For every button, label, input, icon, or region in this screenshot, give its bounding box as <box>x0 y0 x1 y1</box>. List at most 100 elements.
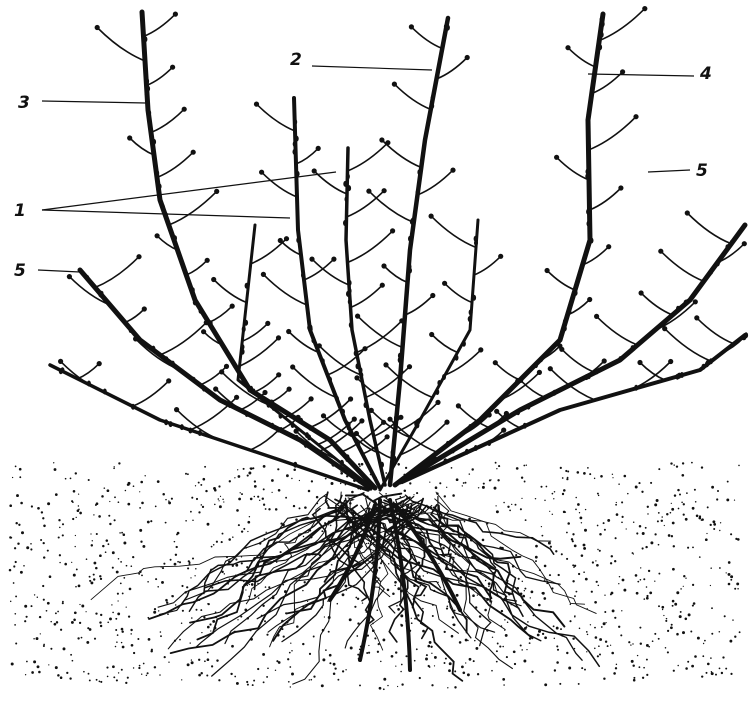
soil-speck <box>214 504 216 506</box>
soil-speck <box>581 667 583 669</box>
stem-bud <box>472 295 476 301</box>
stem-bud <box>261 396 265 402</box>
soil-speck <box>434 665 435 666</box>
soil-speck <box>530 597 531 598</box>
twig-bud <box>548 366 553 371</box>
twig-bud <box>390 228 395 233</box>
soil-speck <box>43 644 45 646</box>
soil-speck <box>204 660 206 662</box>
soil-speck <box>670 626 673 629</box>
twig <box>557 157 589 180</box>
twig-bud <box>290 364 295 369</box>
soil-speck <box>234 477 235 478</box>
soil-speck <box>219 505 222 508</box>
soil-speck <box>19 476 21 478</box>
twig <box>641 293 672 315</box>
soil-speck <box>737 588 739 590</box>
twig <box>589 117 637 150</box>
twig <box>151 109 184 132</box>
soil-speck <box>583 571 585 573</box>
soil-speck <box>511 504 512 505</box>
soil-speck <box>646 597 649 600</box>
soil-speck <box>195 485 196 486</box>
soil-speck <box>247 684 249 686</box>
soil-speck <box>207 658 210 661</box>
soil-speck <box>290 643 291 644</box>
twig-bud <box>331 257 336 262</box>
soil-speck <box>426 654 428 656</box>
twig <box>133 381 169 406</box>
soil-speck <box>330 525 332 527</box>
stem-bud <box>272 405 276 411</box>
soil-speck <box>247 475 249 477</box>
twig <box>125 309 144 323</box>
soil-speck <box>691 462 693 464</box>
stem-bud <box>152 139 156 145</box>
soil-speck <box>299 480 300 481</box>
soil-speck <box>429 482 430 483</box>
stem-bud <box>462 341 466 347</box>
twig-bud <box>58 359 63 364</box>
twig-bud <box>348 396 353 401</box>
soil-speck <box>504 619 505 620</box>
soil-speck <box>404 489 407 492</box>
label-fourth-year-branch: 4 <box>699 64 712 84</box>
twig-bud <box>230 304 235 309</box>
soil-speck <box>107 676 109 678</box>
stem-bud <box>233 362 237 368</box>
soil-speck <box>11 663 14 666</box>
soil-speck <box>65 478 67 480</box>
soil-speck <box>483 483 485 485</box>
soil-speck <box>496 468 497 469</box>
twig-bud <box>287 387 292 392</box>
twig-bud <box>219 369 224 374</box>
stem-bud <box>343 181 347 187</box>
soil-speck <box>251 583 254 586</box>
soil-speck <box>56 621 58 623</box>
stem-bud <box>209 320 213 326</box>
stem-bud <box>293 119 297 125</box>
soil-speck <box>673 670 675 672</box>
soil-speck <box>579 516 582 519</box>
soil-speck <box>626 528 627 529</box>
soil-speck <box>449 662 452 665</box>
soil-speck <box>442 547 445 550</box>
soil-speck <box>328 631 330 633</box>
soil-speck <box>728 561 731 564</box>
soil-speck <box>650 541 653 544</box>
stem-bud <box>173 235 177 241</box>
soil-speck <box>405 467 407 469</box>
stem-bud <box>408 236 412 242</box>
twig-bud <box>392 82 397 87</box>
twig-bud <box>369 408 374 413</box>
soil-speck <box>159 674 161 676</box>
soil-speck <box>548 542 551 545</box>
soil-speck <box>717 490 719 492</box>
soil-speck <box>99 575 101 577</box>
soil-speck <box>572 637 574 639</box>
soil-speck <box>524 588 526 590</box>
soil-speck <box>133 652 135 654</box>
stem-bud <box>279 413 283 419</box>
soil-speck <box>438 563 439 564</box>
stem-bud <box>188 428 192 434</box>
stem-bud <box>501 416 505 422</box>
twig-bud <box>385 140 390 145</box>
soil-speck <box>554 491 556 493</box>
soil-speck <box>541 592 543 594</box>
soil-speck <box>382 638 385 641</box>
soil-speck <box>666 513 668 515</box>
soil-speck <box>265 532 266 533</box>
soil-speck <box>460 576 463 579</box>
soil-speck <box>117 612 120 615</box>
soil-speck <box>141 502 144 505</box>
twig <box>445 283 472 302</box>
soil-speck <box>340 483 342 485</box>
soil-speck <box>303 536 304 537</box>
soil-speck <box>618 583 619 584</box>
soil-speck <box>607 645 609 647</box>
stem-bud <box>347 185 351 191</box>
soil-speck <box>661 520 663 522</box>
soil-speck <box>321 530 323 532</box>
soil-speck <box>191 659 192 660</box>
